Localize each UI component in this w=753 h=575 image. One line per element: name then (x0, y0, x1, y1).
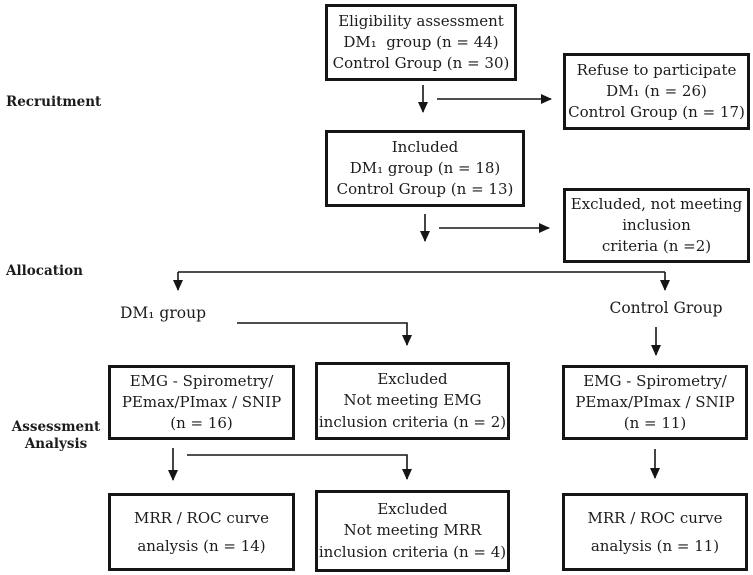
box-excluded-emg-line2: Not meeting EMG (343, 391, 482, 410)
group-label-control: Control Group (609, 299, 723, 317)
box-mrr-dm1-line1: MRR / ROC curve (134, 508, 269, 527)
arrow-emg-to-excluded-mrr (187, 454, 412, 480)
box-emg-dm1-line2: PEmax/PImax / SNIP (121, 392, 282, 411)
box-excluded-mrr-line2: Not meeting MRR (343, 521, 482, 540)
box-emg-control-line1: EMG - Spirometry/ (583, 371, 727, 390)
box-excluded-mrr-line3: inclusion criteria (n = 4) (318, 542, 507, 561)
box-included-line1: Included (391, 137, 459, 156)
box-emg-dm1-line3: (n = 16) (170, 414, 233, 433)
box-excluded-inclusion-line1: Excluded, not meeting (570, 194, 743, 213)
box-eligibility-line2: DM₁ group (n = 44) (343, 32, 499, 51)
box-eligibility-line1: Eligibility assessment (338, 11, 504, 30)
box-excluded-emg-line1: Excluded (377, 370, 448, 389)
box-included-line3: Control Group (n = 13) (336, 180, 514, 199)
box-excluded-inclusion-criteria: Excluded, not meeting inclusion criteria… (563, 188, 750, 263)
box-excluded-mrr-line1: Excluded (377, 500, 448, 519)
phase-label-assessment: Assessment Analysis (0, 419, 112, 453)
box-mrr-control-line1: MRR / ROC curve (587, 508, 723, 527)
box-eligibility-line3: Control Group (n = 30) (332, 54, 510, 73)
box-emg-control: EMG - Spirometry/ PEmax/PImax / SNIP (n … (562, 365, 748, 440)
box-refuse-line1: Refuse to participate (576, 60, 737, 79)
box-mrr-control-line2: analysis (n = 11) (590, 537, 720, 555)
box-eligibility-assessment: Eligibility assessment DM₁ group (n = 44… (325, 4, 517, 81)
box-excluded-inclusion-line3: criteria (n =2) (601, 237, 712, 256)
box-emg-dm1: EMG - Spirometry/ PEmax/PImax / SNIP (n … (108, 365, 295, 440)
arrow-dm1-to-excluded-emg (237, 322, 412, 346)
phase-label-assessment-line1: Assessment (11, 419, 101, 435)
phase-label-recruitment: Recruitment (6, 94, 102, 110)
box-excluded-inclusion-line2: inclusion (622, 215, 691, 234)
box-refuse-to-participate: Refuse to participate DM₁ (n = 26) Contr… (563, 53, 750, 130)
box-excluded-mrr: Excluded Not meeting MRR inclusion crite… (315, 490, 510, 572)
phase-label-assessment-line2: Analysis (24, 435, 88, 452)
box-excluded-emg: Excluded Not meeting EMG inclusion crite… (315, 362, 510, 440)
box-included: Included DM₁ group (n = 18) Control Grou… (325, 130, 525, 207)
box-refuse-line2: DM₁ (n = 26) (606, 81, 707, 100)
phase-label-allocation: Allocation (6, 263, 83, 279)
box-mrr-control: MRR / ROC curve analysis (n = 11) (562, 493, 748, 571)
box-excluded-emg-line3: inclusion criteria (n = 2) (318, 412, 507, 431)
box-emg-control-line3: (n = 11) (623, 414, 687, 433)
group-label-dm1: DM₁ group (119, 304, 206, 322)
box-included-line2: DM₁ group (n = 18) (349, 158, 501, 177)
box-emg-control-line2: PEmax/PImax / SNIP (575, 392, 735, 411)
box-refuse-line3: Control Group (n = 17) (568, 103, 745, 122)
box-mrr-dm1: MRR / ROC curve analysis (n = 14) (108, 493, 295, 571)
box-mrr-dm1-line2: analysis (n = 14) (137, 537, 266, 555)
box-emg-dm1-line1: EMG - Spirometry/ (129, 371, 274, 390)
